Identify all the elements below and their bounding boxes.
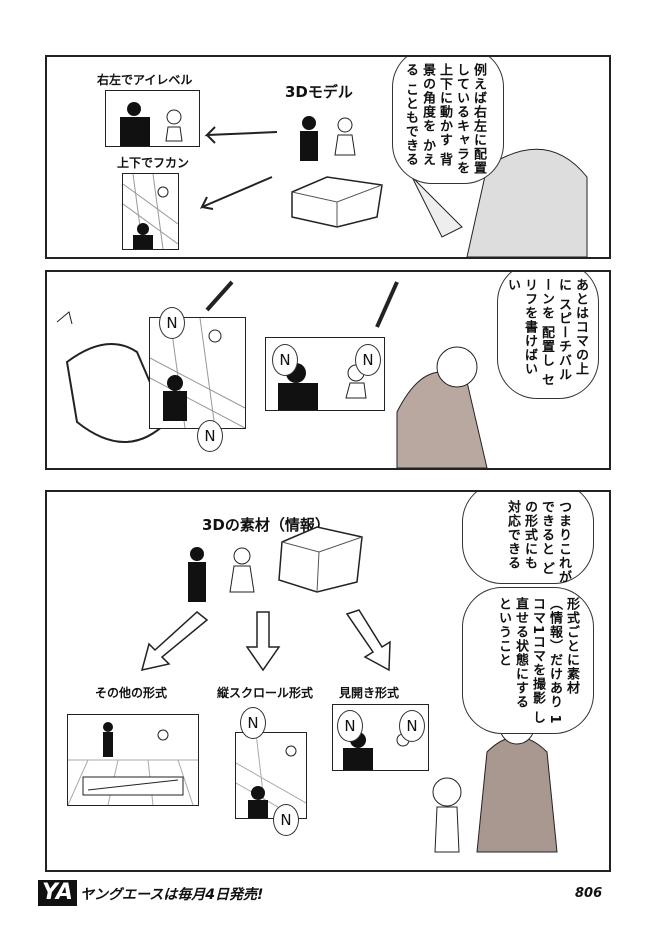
speech-balloon-placeholder: N (355, 344, 381, 376)
footer-tagline: ヤングエースは毎月4日発売! (80, 887, 264, 903)
eye-level-frame (105, 90, 200, 147)
speech-balloon-placeholder: N (197, 420, 223, 452)
speech-balloon-placeholder: N (272, 344, 298, 376)
speech-bubble-top (462, 492, 594, 584)
speech-line: しているキャラを (454, 63, 469, 175)
speech-text-top: つまりこれが できると どの形式にも 対応できる (472, 500, 572, 585)
speech-text: あとはコマの上に スピーチバルーンを 配置し セリフを書けばいい (504, 278, 589, 388)
panel-title: 3Dの素材（情報） (202, 516, 330, 534)
frame-drawing (236, 733, 306, 818)
speech-balloon-placeholder: N (240, 707, 266, 739)
speech-line: ということ (496, 597, 511, 667)
speech-text-bottom: 形式ごとに素材 （情報）だけあり 1コマ1コマを撮影 し直せる状態にする という… (475, 597, 580, 727)
speech-line: 上下に動かす (437, 63, 452, 147)
speech-line: 形式ごとに素材 (564, 597, 579, 695)
panel-speech-balloons: N N N N あとはコマの上に スピーチバルーンを 配置し セリフを書けばいい (45, 270, 611, 470)
high-angle-drawing (123, 174, 178, 249)
speech-line: スピーチバルーンを (539, 278, 571, 382)
panel-3d-model: 3Dモデル 右左でアイレベル 上下でフカン (45, 55, 611, 259)
eye-level-drawing (120, 102, 183, 146)
speech-bubble-bottom (462, 587, 594, 734)
arrows (199, 116, 588, 257)
format-label-vertical-scroll: 縦スクロール形式 (217, 686, 314, 700)
speech-balloon-placeholder: N (159, 307, 185, 339)
speech-line: どの形式にも (522, 500, 554, 576)
other-format-frame (67, 714, 199, 806)
label-high-angle: 上下でフカン (117, 156, 190, 170)
speech-line: 配置し (539, 325, 554, 368)
format-label-spread: 見開き形式 (339, 686, 400, 700)
frame-drawing (68, 722, 198, 805)
arrow-left (140, 611, 209, 672)
arrow-down (245, 611, 281, 672)
speech-bubble (392, 57, 504, 184)
format-label-other: その他の形式 (95, 686, 168, 700)
panel-title: 3Dモデル (285, 83, 353, 101)
speech-line: こともできる (403, 82, 418, 167)
speech-balloon-placeholder: N (399, 710, 425, 742)
hands-and-character (56, 280, 488, 468)
speech-line: できると (539, 500, 554, 556)
speech-line: 1コマ1コマを撮影 (530, 597, 562, 725)
speech-bubble (497, 272, 599, 399)
speech-line: 対応できる (505, 500, 520, 570)
footer-logo: YA (38, 880, 77, 906)
speech-text: 例えば右左に配置 しているキャラを 上下に動かす 背景の角度を かえる こともで… (402, 63, 487, 178)
speech-balloon-placeholder: N (273, 804, 299, 836)
speech-line: （情報）だけあり (547, 597, 562, 709)
speech-line: かえる (403, 63, 435, 167)
speech-line: 背景の角度を (420, 63, 452, 167)
speech-line: つまりこれが (556, 500, 571, 584)
vertical-scroll-format-frame (235, 732, 307, 819)
high-angle-frame (122, 173, 179, 250)
panel-3d-materials: 3Dの素材（情報） その他の形式 縦スクロール形式 見開き形式 (45, 490, 611, 872)
speech-line: し直せる状態にする (513, 597, 545, 725)
speech-balloon-placeholder: N (337, 710, 363, 742)
speech-line: セリフを書けばいい (505, 278, 554, 388)
speech-line: 例えば右左に配置 (471, 63, 486, 175)
page-number: 806 (575, 886, 603, 901)
label-eye-level: 右左でアイレベル (97, 73, 193, 87)
frame-drawing (150, 318, 245, 428)
arrow-right (345, 609, 391, 672)
speech-line: あとはコマの上に (556, 278, 588, 376)
diagram-drawing (140, 526, 558, 853)
